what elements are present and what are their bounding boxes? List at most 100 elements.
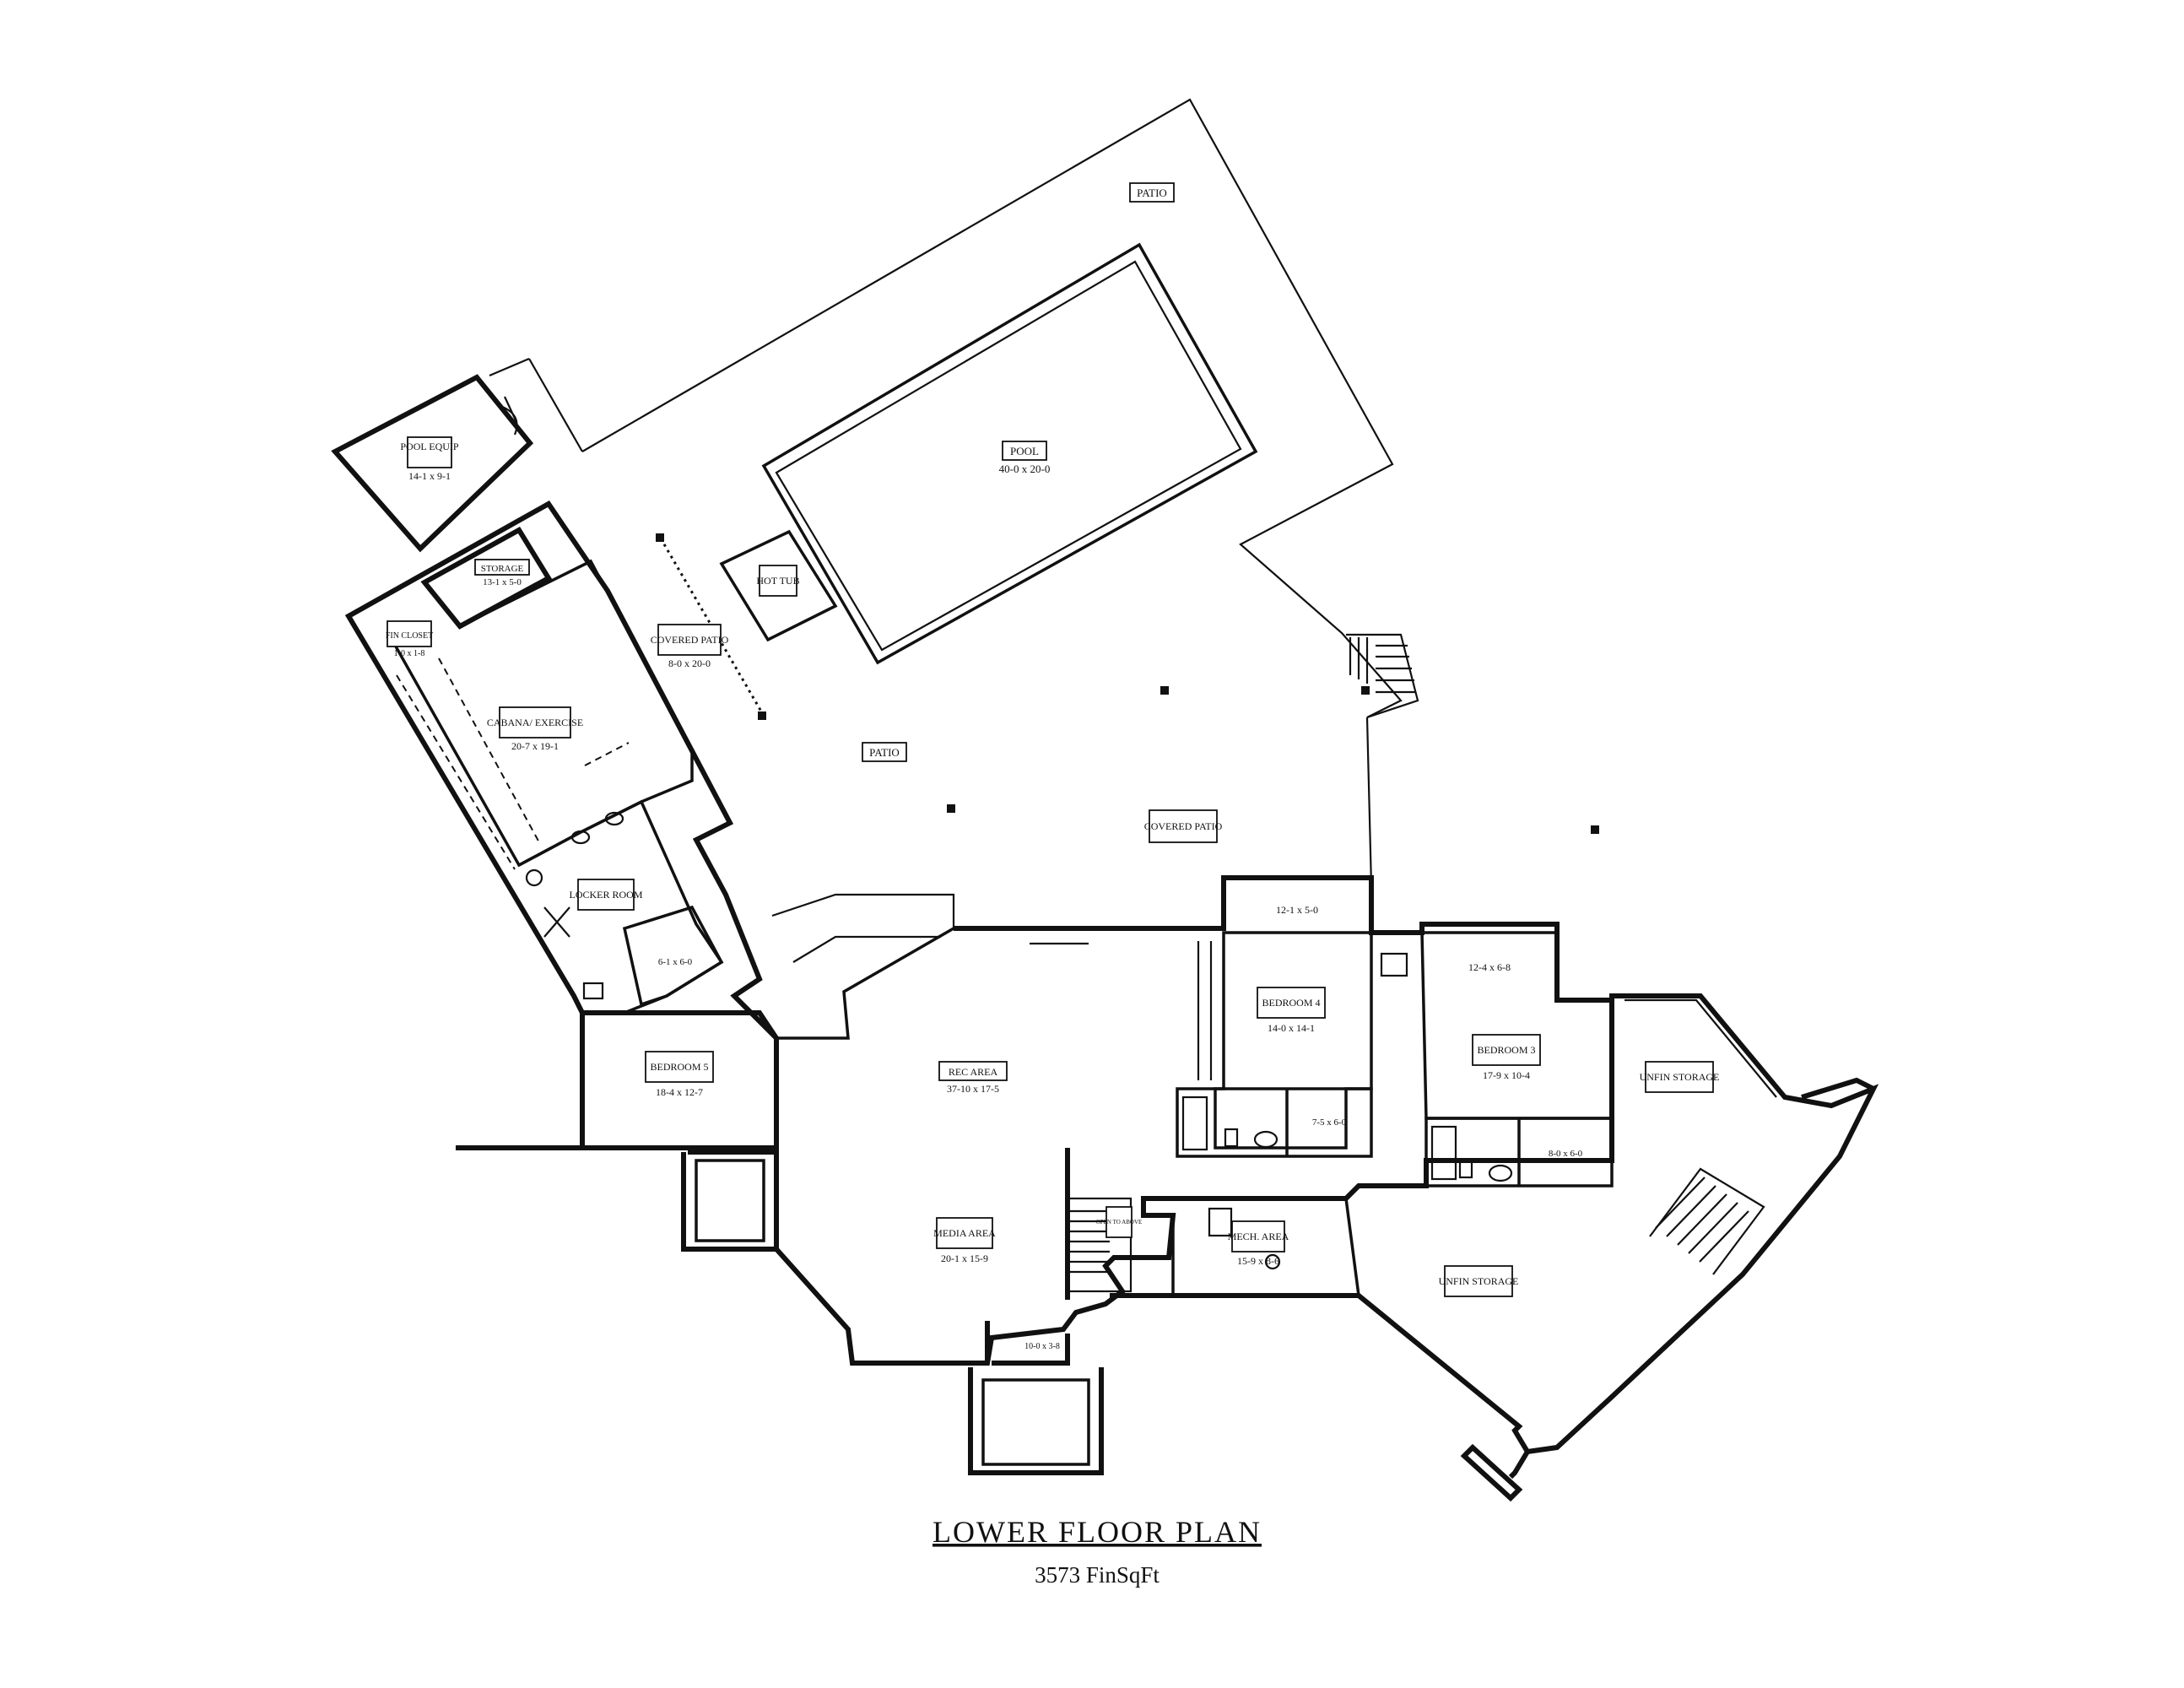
- bedroom-3-walls: [1420, 931, 1614, 1120]
- sink-fixture: [1488, 1164, 1513, 1182]
- sink-fixture: [570, 830, 591, 845]
- shower-x: [543, 906, 570, 938]
- retaining-wall-east: [1508, 1077, 1875, 1480]
- pool-equip-walls: [331, 374, 534, 553]
- label-covered-patio-2: COVERED PATIO: [1144, 809, 1223, 843]
- east-storage-inner: [1624, 998, 1777, 1275]
- svg-text:PATIO: PATIO: [869, 746, 900, 759]
- column-post: [1591, 825, 1599, 834]
- svg-text:6-1 x 6-0: 6-1 x 6-0: [658, 957, 693, 967]
- label-covered-patio-1: COVERED PATIO 8-0 x 20-0: [651, 624, 729, 669]
- rec-area-edge: [776, 927, 954, 1040]
- label-patio-north: PATIO: [1129, 182, 1175, 203]
- svg-text:BEDROOM 4: BEDROOM 4: [1262, 997, 1320, 1009]
- svg-text:7-5 x 6-0: 7-5 x 6-0: [1312, 1117, 1347, 1128]
- window-well-west-inner: [695, 1159, 765, 1242]
- svg-text:14-1 x 9-1: 14-1 x 9-1: [408, 470, 451, 482]
- bathtub-fixture: [1430, 1125, 1457, 1181]
- label-media-area: MEDIA AREA 20-1 x 15-9: [933, 1217, 996, 1264]
- label-bedroom-3: BEDROOM 3 17-9 x 10-4: [1472, 1034, 1541, 1081]
- svg-text:HOT TUB: HOT TUB: [756, 575, 799, 587]
- locker-room-walls: [518, 799, 724, 1014]
- bath-3-walls: [1424, 1117, 1614, 1188]
- svg-text:20-1 x 15-9: 20-1 x 15-9: [941, 1252, 988, 1264]
- label-fin-closet: FIN CLOSET 1-0 x 1-8: [386, 620, 433, 658]
- east-storage-walls: [1110, 993, 1879, 1455]
- pool-outline-outer: [761, 242, 1258, 665]
- svg-text:14-0 x 14-1: 14-0 x 14-1: [1268, 1022, 1315, 1034]
- label-pool: POOL 40-0 x 20-0: [999, 441, 1051, 475]
- svg-text:8-0 x 20-0: 8-0 x 20-0: [668, 657, 711, 669]
- storage-walls: [420, 526, 553, 630]
- svg-text:BEDROOM 5: BEDROOM 5: [650, 1061, 708, 1073]
- drain-fixture: [1264, 1253, 1281, 1270]
- label-bath-4: 7-5 x 6-0: [1312, 1117, 1347, 1128]
- label-pool-equip: POOL EQUIP 14-1 x 9-1: [400, 436, 459, 482]
- label-bath-3: 8-0 x 6-0: [1549, 1149, 1583, 1159]
- svg-text:12-4 x 6-8: 12-4 x 6-8: [1468, 961, 1511, 973]
- svg-text:OPEN TO ABOVE: OPEN TO ABOVE: [1096, 1219, 1143, 1225]
- bathtub-fixture: [1181, 1096, 1208, 1151]
- svg-text:8-0 x 6-0: 8-0 x 6-0: [1549, 1149, 1583, 1159]
- bedroom-5-walls: [580, 1010, 779, 1150]
- svg-text:CABANA/ EXERCISE: CABANA/ EXERCISE: [487, 717, 583, 728]
- svg-text:17-9 x 10-4: 17-9 x 10-4: [1483, 1069, 1530, 1081]
- label-locker-room: LOCKER ROOM: [569, 879, 643, 911]
- interior-stair: [1066, 1197, 1133, 1293]
- label-patio-middle: PATIO: [862, 742, 907, 762]
- label-storage: STORAGE 13-1 x 5-0: [474, 559, 530, 587]
- label-mech-area: MECH. AREA 15-9 x 8-6: [1228, 1220, 1289, 1267]
- svg-text:UNFIN STORAGE: UNFIN STORAGE: [1640, 1071, 1720, 1083]
- toilet-fixture: [582, 982, 604, 1000]
- svg-text:FIN CLOSET: FIN CLOSET: [386, 631, 433, 641]
- svg-text:BEDROOM 3: BEDROOM 3: [1477, 1044, 1535, 1056]
- column-post: [947, 804, 955, 813]
- hot-tub-outline: [719, 529, 838, 642]
- toilet-fixture: [1458, 1159, 1473, 1179]
- window-well-south-inner: [981, 1378, 1090, 1466]
- patio-deck-outline: [489, 98, 1403, 887]
- svg-text:UNFIN STORAGE: UNFIN STORAGE: [1439, 1275, 1519, 1287]
- column-post: [1160, 686, 1169, 695]
- label-bedroom-5: BEDROOM 5 18-4 x 12-7: [645, 1051, 714, 1098]
- toilet-fixture: [525, 868, 543, 887]
- svg-text:10-0 x 3-8: 10-0 x 3-8: [1024, 1342, 1060, 1351]
- pool-equip-name: POOL EQUIP: [400, 441, 459, 452]
- label-cabana: CABANA/ EXERCISE 20-7 x 19-1: [487, 706, 583, 752]
- svg-text:40-0 x 20-0: 40-0 x 20-0: [999, 463, 1051, 475]
- window-well-west: [456, 1145, 776, 1252]
- svg-text:LOCKER ROOM: LOCKER ROOM: [569, 889, 642, 901]
- svg-text:MECH. AREA: MECH. AREA: [1228, 1231, 1289, 1242]
- label-media-nook: 10-0 x 3-8: [1024, 1342, 1060, 1351]
- column-post: [656, 533, 664, 542]
- exterior-stair: [1346, 633, 1419, 719]
- dashed-arrow: [584, 742, 630, 766]
- label-bedroom-4: BEDROOM 4 14-0 x 14-1: [1257, 987, 1326, 1034]
- east-stair: [1655, 1177, 1749, 1263]
- sink-fixture: [1253, 1130, 1279, 1149]
- column-post: [758, 711, 766, 720]
- pool-equip-door-swing: [497, 396, 518, 436]
- toilet-fixture: [1224, 1128, 1239, 1148]
- covered-patio-roof-edge: [771, 893, 955, 963]
- media-nook-walls: [985, 1321, 1070, 1366]
- label-open-to-above: OPEN TO ABOVE: [1096, 1206, 1143, 1238]
- label-unfin-storage-south: UNFIN STORAGE: [1439, 1265, 1519, 1297]
- locker-bath-walls: [622, 905, 724, 1007]
- svg-text:MEDIA AREA: MEDIA AREA: [933, 1227, 996, 1239]
- label-closet-3: 12-4 x 6-8: [1468, 961, 1511, 973]
- svg-text:COVERED PATIO: COVERED PATIO: [1144, 820, 1223, 832]
- svg-text:20-7 x 19-1: 20-7 x 19-1: [511, 740, 559, 752]
- mech-area-walls: [1143, 1197, 1360, 1297]
- bath-4-walls: [1176, 1087, 1373, 1158]
- plan-subtitle: 3573 FinSqFt: [1035, 1562, 1160, 1588]
- plan-title: LOWER FLOOR PLAN: [933, 1515, 1262, 1549]
- svg-text:STORAGE: STORAGE: [481, 564, 524, 574]
- svg-text:1-0 x 1-8: 1-0 x 1-8: [394, 649, 425, 658]
- appliance-fixture: [1380, 952, 1408, 977]
- label-unfin-storage-east: UNFIN STORAGE: [1640, 1061, 1720, 1093]
- svg-text:18-4 x 12-7: 18-4 x 12-7: [656, 1086, 703, 1098]
- column-post: [1361, 686, 1370, 695]
- room-labels: PATIO POOL 40-0 x 20-0 POOL EQUIP 14-1 x…: [386, 182, 1720, 1351]
